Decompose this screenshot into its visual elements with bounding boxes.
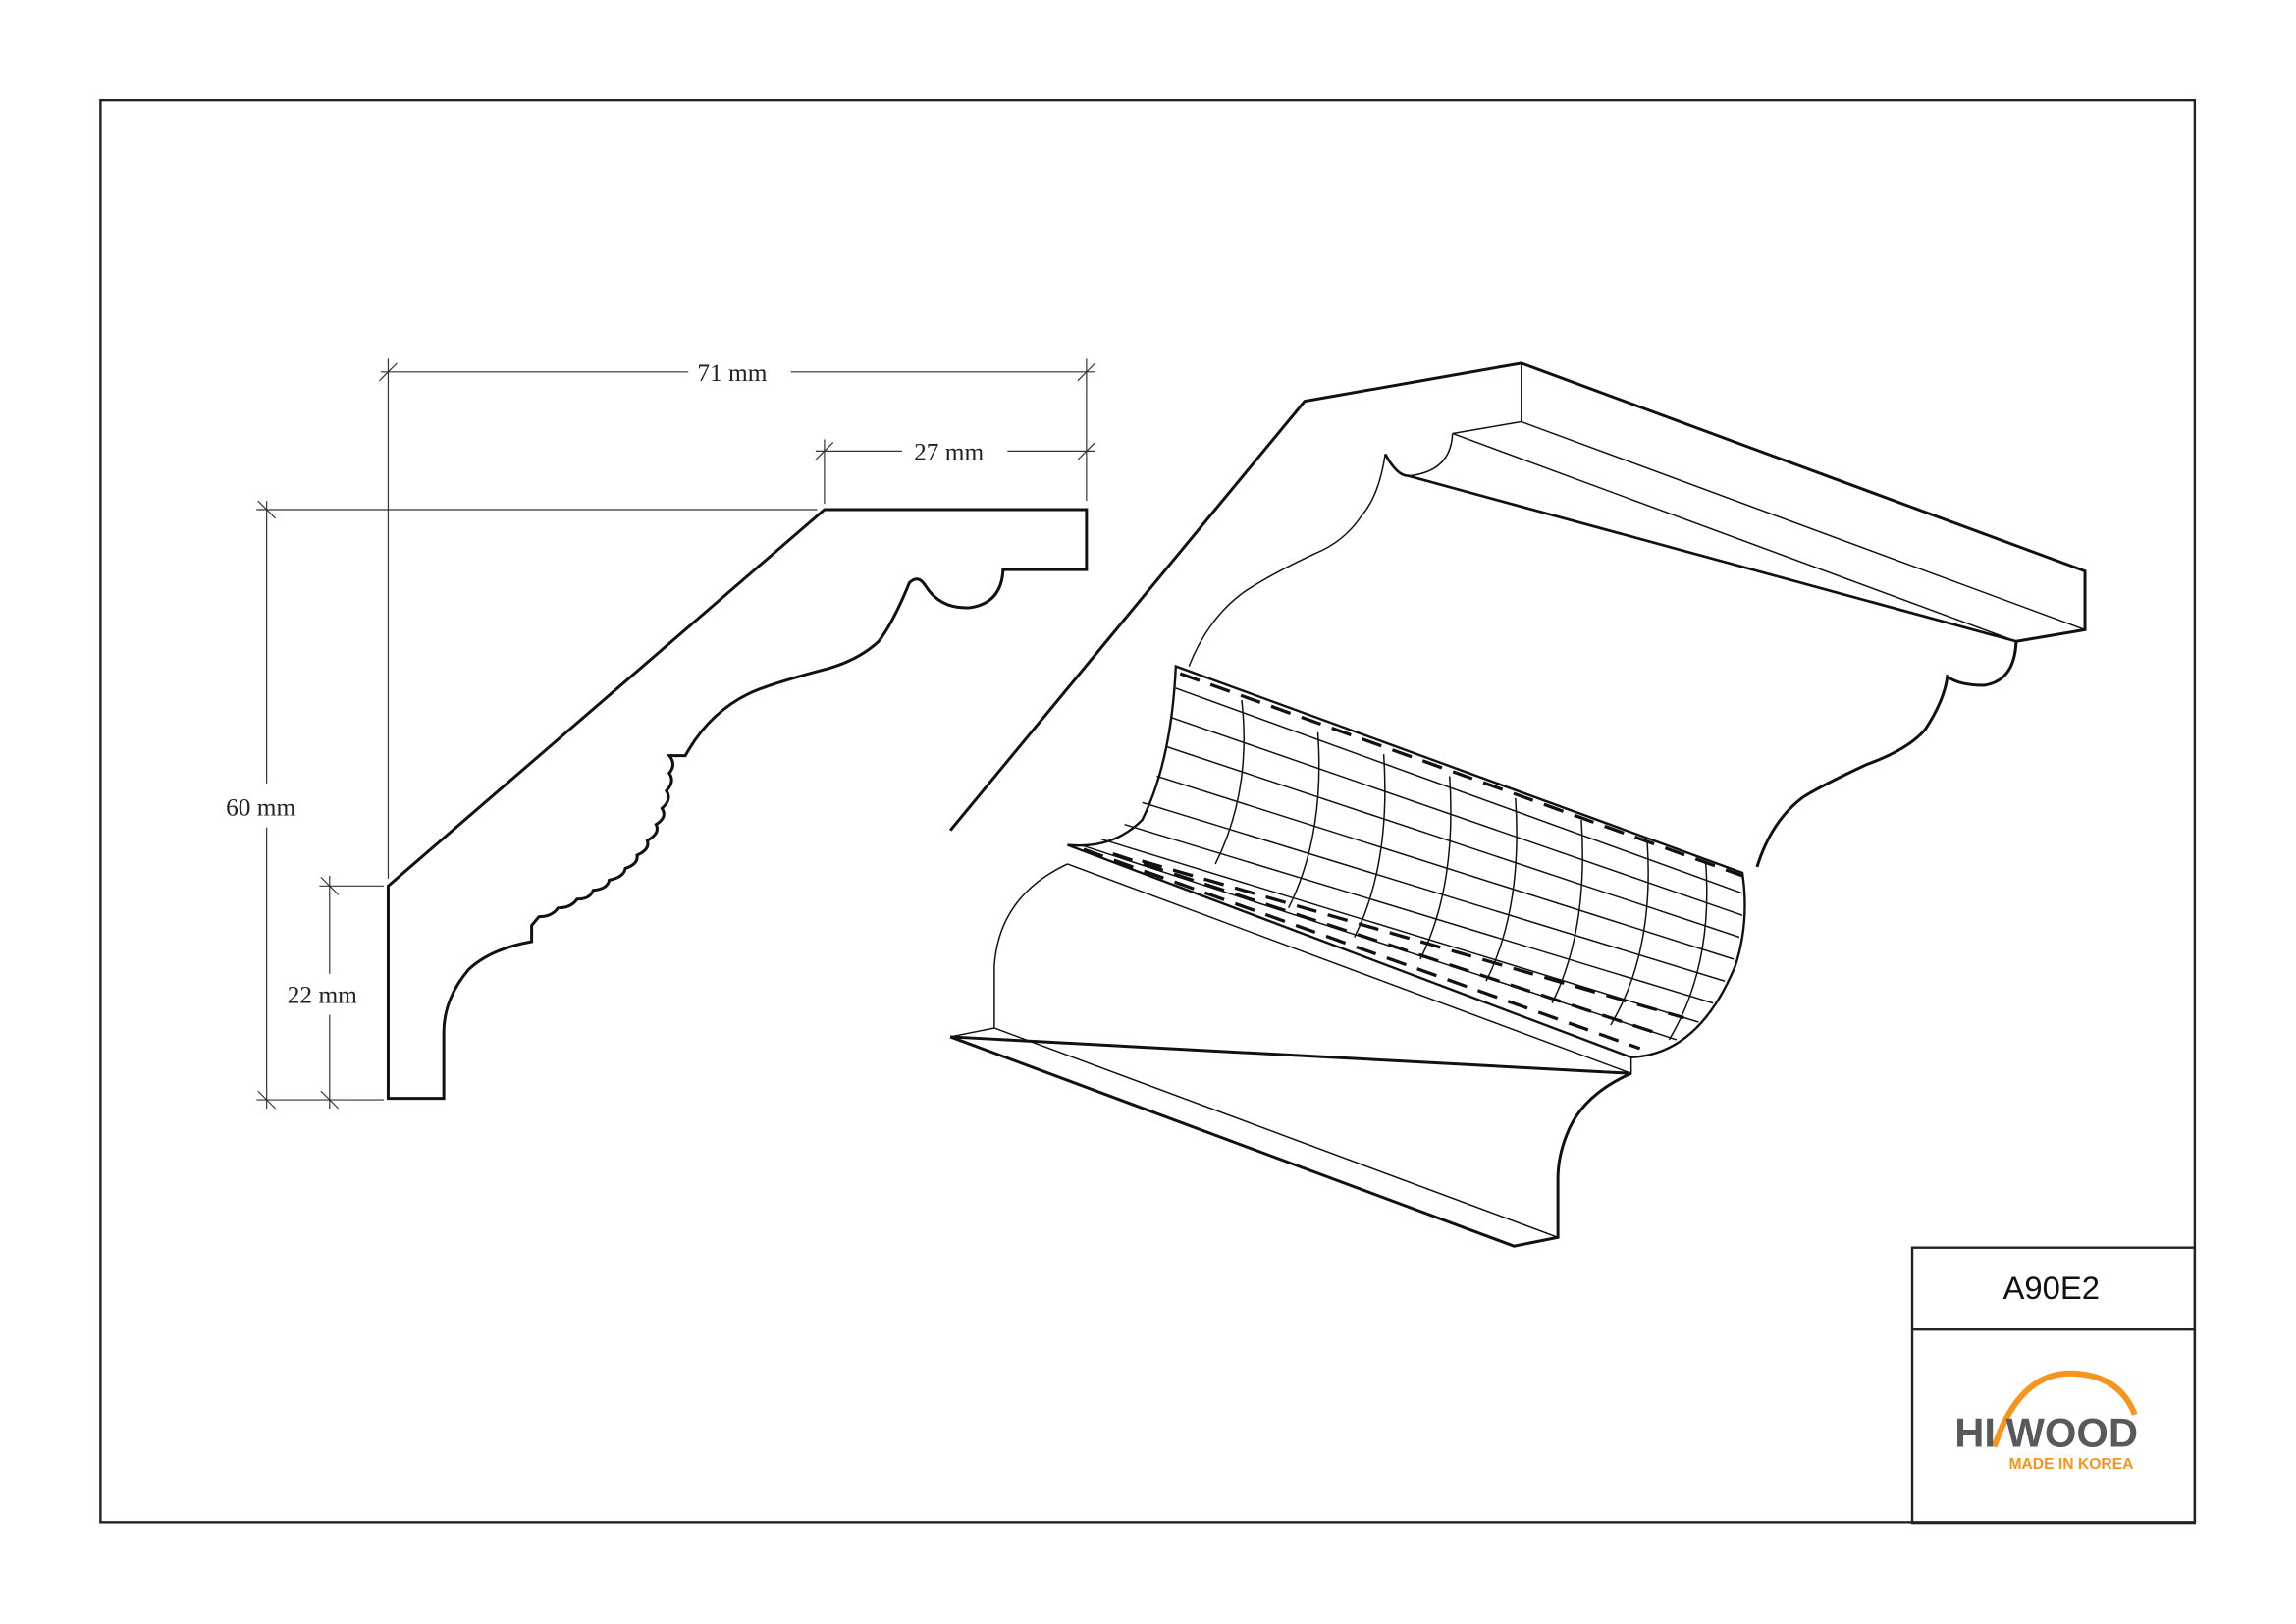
dim-width-total: 71 mm [697,359,767,387]
drawing-frame [99,98,2197,1524]
carved-acanthus-pattern [1067,664,1746,1059]
isometric-view [949,361,2087,1248]
dim-width-top: 27 mm [914,438,984,465]
svg-text:MADE IN KOREA: MADE IN KOREA [2008,1456,2133,1473]
dim-height-bottom: 22 mm [288,982,357,1009]
svg-text:HI: HI [1954,1410,1996,1456]
dimension-lines [256,358,1096,1110]
svg-text:WOOD: WOOD [2005,1410,2138,1456]
title-block: A90E2 HI WOOD MADE IN KOREA [1910,1246,2197,1525]
product-code: A90E2 [2002,1270,2099,1306]
hiwood-logo: HI WOOD MADE IN KOREA [1954,1370,2138,1473]
dim-height-total: 60 mm [226,794,295,822]
moulding-profile [386,508,1089,1101]
